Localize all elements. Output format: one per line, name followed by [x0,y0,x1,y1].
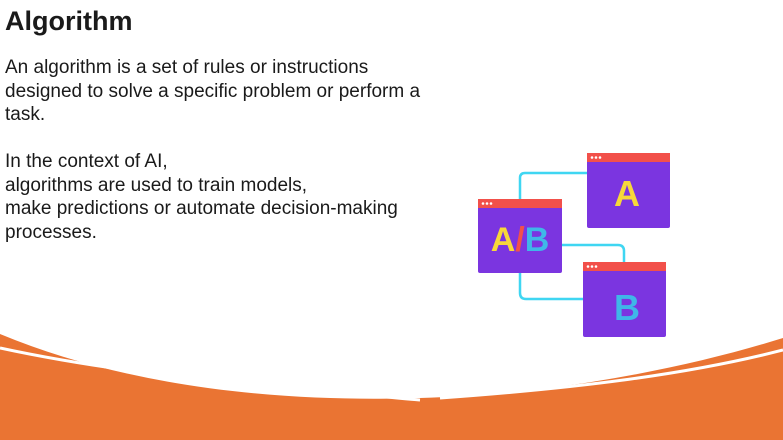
b-window-label: B [614,287,640,328]
connector-ab-to-b-bottom [518,272,583,301]
paragraph-ai-context-line-3: make predictions or automate decision-ma… [5,198,398,243]
ab-test-illustration: A/B A B [478,153,670,337]
slide-body: An algorithm is a set of rules or instru… [5,56,445,244]
a-window-label: A [614,173,640,214]
b-window: B [583,262,666,337]
paragraph-gap [5,127,445,151]
orange-wave-footer [0,334,783,440]
paragraph-ai-context-line-1: In the context of AI, [5,151,168,172]
wave-highlight-line-right [439,348,783,400]
wave-highlight-line [0,346,421,402]
wave-main-shape [0,334,783,440]
ab-letter-a: A [491,221,516,259]
ab-slash: / [515,221,525,259]
ab-window: A/B [478,199,562,273]
connector-ab-to-a [518,171,587,200]
connector-lines [518,171,626,301]
a-window: A [587,153,670,228]
paragraph-definition: An algorithm is a set of rules or instru… [5,57,421,125]
connector-ab-to-b-right [562,243,626,264]
ab-window-label: A/B [491,221,550,259]
slide-title: Algorithm [5,6,133,36]
paragraph-ai-context-line-2: algorithms are used to train models, [5,174,308,196]
ab-letter-b: B [525,221,550,259]
